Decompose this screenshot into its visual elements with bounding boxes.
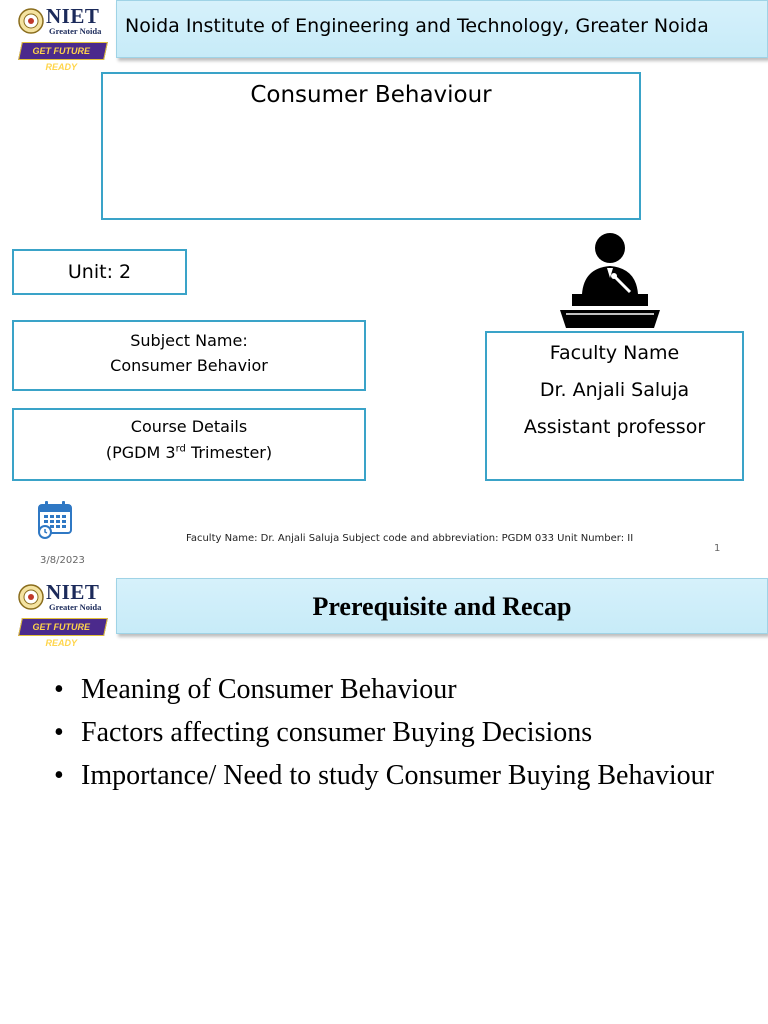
logo-tagline: GET FUTURE READY xyxy=(32,622,91,648)
subject-label: Subject Name: xyxy=(130,331,248,350)
list-item: • Meaning of Consumer Behaviour xyxy=(50,672,728,708)
calendar-icon xyxy=(38,501,72,539)
logo-ribbon: GET FUTURE READY xyxy=(18,42,108,72)
slide-1: NIET Greater Noida GET FUTURE READY Noid… xyxy=(12,0,768,566)
slide-2: NIET Greater Noida GET FUTURE READY Prer… xyxy=(0,572,768,1024)
logo-subtitle: Greater Noida xyxy=(49,26,102,36)
logo-brand: NIET xyxy=(46,4,100,28)
unit-box: Unit: 2 xyxy=(12,249,187,295)
bullet: • xyxy=(54,760,64,791)
faculty-name: Dr. Anjali Saluja xyxy=(539,379,690,401)
course-details-value: (PGDM 3rd Trimester) xyxy=(14,440,364,466)
unit-label: Unit: 2 xyxy=(67,261,132,283)
subject-box: Subject Name: Consumer Behavior xyxy=(12,320,366,391)
course-sup: rd xyxy=(175,443,186,455)
slide-date: 3/8/2023 xyxy=(40,555,85,566)
course-close: Trimester) xyxy=(185,443,273,462)
footer-info: Faculty Name: Dr. Anjali Saluja Subject … xyxy=(186,533,634,544)
recap-title: Prerequisite and Recap xyxy=(312,592,572,621)
logo-ribbon: GET FUTURE READY xyxy=(18,618,108,648)
course-details-box: Course Details (PGDM 3rd Trimester) xyxy=(12,408,366,481)
faculty-box: Faculty Name Dr. Anjali Saluja Assistant… xyxy=(485,331,744,481)
niet-logo: NIET Greater Noida GET FUTURE READY xyxy=(18,4,108,72)
niet-logo: NIET Greater Noida GET FUTURE READY xyxy=(18,580,108,648)
bullet: • xyxy=(54,717,64,748)
niet-emblem-icon xyxy=(18,584,44,610)
slide-number: 1 xyxy=(714,543,721,554)
course-details-label: Course Details xyxy=(130,417,248,436)
list-item-text: Factors affecting consumer Buying Decisi… xyxy=(81,717,593,748)
logo-subtitle: Greater Noida xyxy=(49,602,102,612)
course-title-box: Consumer Behaviour xyxy=(101,72,641,220)
recap-header: Prerequisite and Recap xyxy=(116,578,768,634)
speaker-podium-icon xyxy=(560,233,660,328)
faculty-label: Faculty Name xyxy=(549,342,680,364)
list-item: • Factors affecting consumer Buying Decis… xyxy=(50,715,728,751)
subject-value: Consumer Behavior xyxy=(110,356,268,375)
list-item-text: Importance/ Need to study Consumer Buyin… xyxy=(81,760,714,791)
institute-name: Noida Institute of Engineering and Techn… xyxy=(125,15,709,37)
bullet: • xyxy=(54,674,64,705)
logo-brand: NIET xyxy=(46,580,100,604)
faculty-designation: Assistant professor xyxy=(523,416,706,438)
recap-list: • Meaning of Consumer Behaviour • Factors … xyxy=(50,672,728,801)
list-item-text: Meaning of Consumer Behaviour xyxy=(81,674,457,705)
institute-header: Noida Institute of Engineering and Techn… xyxy=(116,0,768,58)
logo-tagline: GET FUTURE READY xyxy=(32,46,91,72)
course-title: Consumer Behaviour xyxy=(250,82,492,108)
niet-emblem-icon xyxy=(18,8,44,34)
list-item: • Importance/ Need to study Consumer Buyi… xyxy=(50,758,728,794)
course-open: (PGDM 3 xyxy=(105,443,176,462)
